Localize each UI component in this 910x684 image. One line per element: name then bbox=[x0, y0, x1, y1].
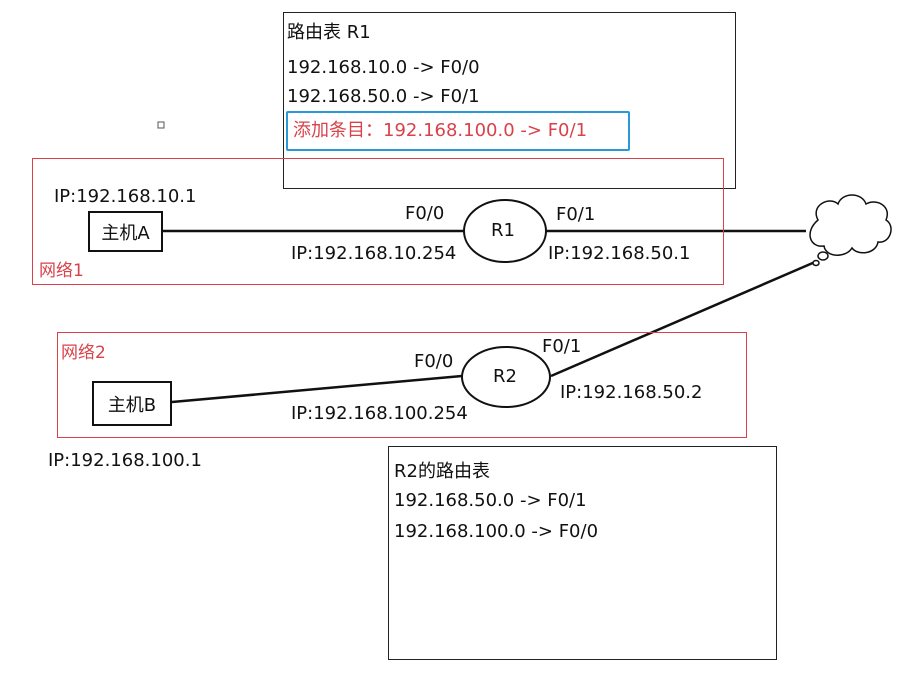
r1-table-entry: 192.168.10.0 -> F0/0 bbox=[287, 57, 480, 78]
host-a-ip: IP:192.168.10.1 bbox=[54, 186, 197, 207]
r1-added-entry: 添加条目：192.168.100.0 -> F0/1 bbox=[293, 120, 588, 141]
r1-table-title: 路由表 R1 bbox=[287, 22, 371, 43]
r2-table-entry: 192.168.50.0 -> F0/1 bbox=[394, 490, 587, 511]
r2-table-entry: 192.168.100.0 -> F0/0 bbox=[394, 521, 599, 542]
link-hostb-r2 bbox=[171, 374, 463, 404]
host-b-label: 主机B bbox=[107, 394, 157, 416]
r2-f00-label: F0/0 bbox=[414, 351, 454, 372]
r2-table-title: R2的路由表 bbox=[394, 461, 490, 482]
cloud-icon bbox=[809, 194, 892, 267]
host-a: 主机A bbox=[88, 211, 163, 252]
r2-label: R2 bbox=[493, 366, 517, 387]
router-r1-shape bbox=[463, 199, 547, 263]
network2-area bbox=[57, 332, 747, 438]
small-square-icon bbox=[157, 121, 165, 129]
r1-f01-label: F0/1 bbox=[556, 204, 596, 225]
r1-f01-ip: IP:192.168.50.1 bbox=[548, 243, 691, 264]
host-b: 主机B bbox=[92, 381, 172, 426]
link-r2-cloud bbox=[550, 260, 816, 378]
r1-f00-ip: IP:192.168.10.254 bbox=[291, 243, 457, 264]
r1-label: R1 bbox=[491, 220, 515, 241]
added-entry-highlight bbox=[286, 111, 630, 151]
host-a-label: 主机A bbox=[101, 222, 150, 244]
network1-label: 网络1 bbox=[39, 261, 84, 281]
network1-area bbox=[32, 158, 724, 285]
r1-f00-label: F0/0 bbox=[405, 203, 445, 224]
r1-table-entry: 192.168.50.0 -> F0/1 bbox=[287, 86, 480, 107]
r2-routing-table: R2的路由表 192.168.50.0 -> F0/1 192.168.100.… bbox=[388, 446, 777, 660]
r2-f01-label: F0/1 bbox=[542, 336, 582, 357]
network2-label: 网络2 bbox=[61, 343, 106, 363]
r2-f01-ip: IP:192.168.50.2 bbox=[560, 382, 703, 403]
router-r2-shape bbox=[461, 346, 551, 408]
host-b-ip: IP:192.168.100.1 bbox=[48, 450, 202, 471]
r2-f00-ip: IP:192.168.100.254 bbox=[291, 403, 468, 424]
r1-routing-table: 路由表 R1 192.168.10.0 -> F0/0 192.168.50.0… bbox=[283, 12, 736, 189]
